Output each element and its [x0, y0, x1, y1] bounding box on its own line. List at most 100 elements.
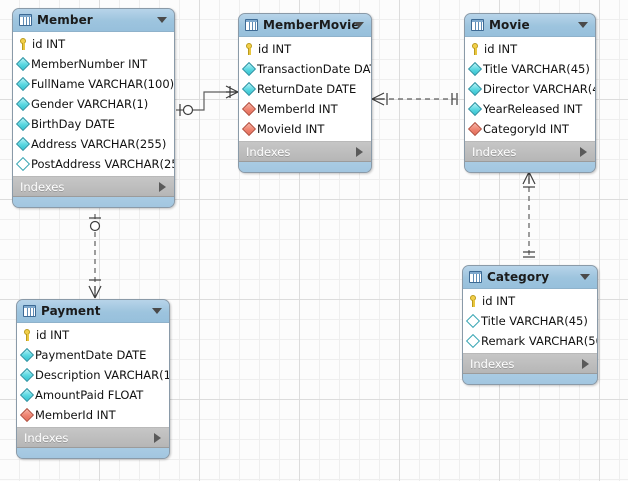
diamond-icon [467, 61, 483, 77]
diamond-icon [15, 76, 31, 92]
table-category-title: Category [487, 270, 550, 284]
column-label: PostAddress VARCHAR(255) [31, 157, 175, 171]
column-row[interactable]: PaymentDate DATE [17, 345, 169, 365]
diamond-icon [241, 61, 257, 77]
table-member-header[interactable]: Member [13, 9, 174, 32]
relationship-member-payment [88, 214, 102, 299]
column-row[interactable]: BirthDay DATE [13, 114, 174, 134]
column-label: id INT [482, 294, 516, 308]
diamond-icon [15, 136, 31, 152]
table-member-title: Member [37, 13, 93, 27]
chevron-down-icon[interactable] [578, 22, 588, 28]
table-footer [17, 448, 169, 458]
table-membermovie-indexes[interactable]: Indexes [239, 142, 371, 162]
diamond-fk-icon [241, 101, 257, 117]
column-row[interactable]: MemberId INT [17, 405, 169, 425]
column-row[interactable]: id INT [463, 291, 597, 311]
table-movie[interactable]: Movie id INT Title VARCHAR(45) Director … [464, 13, 596, 173]
chevron-right-icon[interactable] [580, 146, 587, 157]
column-label: MemberId INT [257, 102, 338, 116]
column-label: TransactionDate DATE [257, 62, 372, 76]
column-row[interactable]: FullName VARCHAR(100) [13, 74, 174, 94]
relationship-member-membermovie [176, 85, 239, 116]
chevron-right-icon[interactable] [582, 358, 589, 369]
table-movie-columns: id INT Title VARCHAR(45) Director VARCHA… [465, 37, 595, 142]
column-row[interactable]: MovieId INT [239, 119, 371, 139]
column-row[interactable]: ReturnDate DATE [239, 79, 371, 99]
diamond-icon [19, 367, 35, 383]
table-icon [19, 14, 32, 26]
column-label: FullName VARCHAR(100) [31, 77, 175, 91]
column-row[interactable]: Address VARCHAR(255) [13, 134, 174, 154]
column-row[interactable]: YearReleased INT [465, 99, 595, 119]
column-label: id INT [32, 37, 66, 51]
column-row[interactable]: Gender VARCHAR(1) [13, 94, 174, 114]
table-category[interactable]: Category id INT Title VARCHAR(45) Remark… [462, 265, 598, 385]
table-payment-columns: id INT PaymentDate DATE Description VARC… [17, 323, 169, 428]
table-icon [469, 271, 482, 283]
column-row[interactable]: AmountPaid FLOAT [17, 385, 169, 405]
column-row[interactable]: id INT [13, 34, 174, 54]
table-membermovie-header[interactable]: MemberMovie [239, 14, 371, 37]
column-row[interactable]: MemberNumber INT [13, 54, 174, 74]
diamond-icon [15, 56, 31, 72]
key-icon [468, 295, 479, 307]
indexes-label: Indexes [246, 144, 291, 159]
column-row[interactable]: Remark VARCHAR(500) [463, 331, 597, 351]
chevron-down-icon[interactable] [580, 274, 590, 280]
chevron-right-icon[interactable] [356, 146, 363, 157]
diamond-icon [467, 81, 483, 97]
column-row[interactable]: MemberId INT [239, 99, 371, 119]
indexes-label: Indexes [20, 179, 65, 194]
column-label: PaymentDate DATE [35, 348, 147, 362]
column-row[interactable]: Director VARCHAR(45) [465, 79, 595, 99]
chevron-right-icon[interactable] [154, 432, 161, 443]
column-label: Remark VARCHAR(500) [481, 334, 597, 348]
column-label: YearReleased INT [483, 102, 583, 116]
column-row[interactable]: id INT [465, 39, 595, 59]
table-membermovie-title: MemberMovie [263, 18, 360, 32]
column-row[interactable]: id INT [17, 325, 169, 345]
column-row[interactable]: Description VARCHAR(100) [17, 365, 169, 385]
table-icon [23, 305, 36, 317]
table-membermovie[interactable]: MemberMovie id INT TransactionDate DATE … [238, 13, 372, 173]
chevron-right-icon[interactable] [159, 181, 166, 192]
table-movie-indexes[interactable]: Indexes [465, 142, 595, 162]
column-row[interactable]: PostAddress VARCHAR(255) [13, 154, 174, 174]
table-category-indexes[interactable]: Indexes [463, 354, 597, 374]
column-row[interactable]: Title VARCHAR(45) [465, 59, 595, 79]
column-row[interactable]: TransactionDate DATE [239, 59, 371, 79]
table-movie-title: Movie [489, 18, 530, 32]
table-category-columns: id INT Title VARCHAR(45) Remark VARCHAR(… [463, 289, 597, 354]
column-label: id INT [484, 42, 518, 56]
column-label: AmountPaid FLOAT [35, 388, 144, 402]
key-icon [22, 329, 33, 341]
relationship-membermovie-movie [371, 92, 458, 106]
column-row[interactable]: Title VARCHAR(45) [463, 311, 597, 331]
chevron-down-icon[interactable] [354, 22, 364, 28]
column-row[interactable]: CategoryId INT [465, 119, 595, 139]
diamond-fk-icon [241, 121, 257, 137]
chevron-down-icon[interactable] [157, 17, 167, 23]
diamond-icon [15, 156, 31, 172]
column-row[interactable]: id INT [239, 39, 371, 59]
table-member-indexes[interactable]: Indexes [13, 177, 174, 197]
indexes-label: Indexes [24, 430, 69, 445]
table-payment[interactable]: Payment id INT PaymentDate DATE Descript… [16, 299, 170, 459]
table-payment-indexes[interactable]: Indexes [17, 428, 169, 448]
column-label: Title VARCHAR(45) [483, 62, 590, 76]
column-label: id INT [36, 328, 70, 342]
chevron-down-icon[interactable] [152, 308, 162, 314]
table-movie-header[interactable]: Movie [465, 14, 595, 37]
column-label: Title VARCHAR(45) [481, 314, 588, 328]
diamond-icon [465, 313, 481, 329]
column-label: Director VARCHAR(45) [483, 82, 595, 96]
table-category-header[interactable]: Category [463, 266, 597, 289]
indexes-label: Indexes [470, 356, 515, 371]
diamond-icon [15, 96, 31, 112]
table-footer [13, 197, 174, 207]
table-payment-header[interactable]: Payment [17, 300, 169, 323]
table-member[interactable]: Member id INT MemberNumber INT FullName … [12, 8, 175, 208]
table-membermovie-columns: id INT TransactionDate DATE ReturnDate D… [239, 37, 371, 142]
